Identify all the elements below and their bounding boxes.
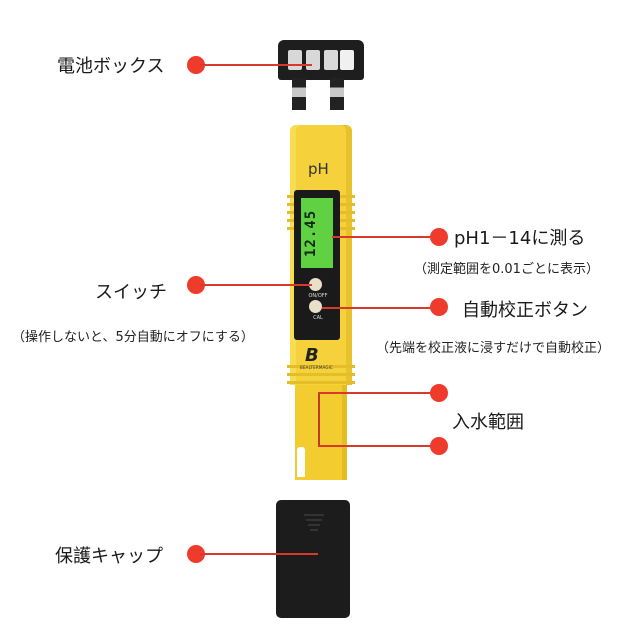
battery-box-cover <box>278 40 364 80</box>
lcd-display: 12.45 <box>301 198 333 268</box>
callout-line <box>318 392 438 394</box>
battery-slot <box>288 50 302 70</box>
cal-label: CAL <box>313 315 323 321</box>
control-panel: 12.45 ON/OFF CAL <box>294 190 340 340</box>
callout-line <box>200 553 318 555</box>
callout-protective-cap-label: 保護キャップ <box>55 546 163 567</box>
brand-logo-icon: B <box>305 345 319 366</box>
cal-button[interactable] <box>309 300 322 313</box>
cap-rib <box>304 514 324 516</box>
battery-slot <box>340 50 354 70</box>
callout-line <box>200 64 312 66</box>
callout-water-range-label: 入水範囲 <box>452 412 524 433</box>
callout-dot <box>430 228 448 246</box>
callout-dot <box>430 384 448 402</box>
grip-rib <box>287 381 355 384</box>
on-off-button[interactable] <box>309 278 322 291</box>
callout-switch-note: （操作しないと、5分自動にオフにする） <box>12 330 254 345</box>
protective-cap <box>276 500 350 618</box>
callout-dot <box>430 298 448 316</box>
cap-rib <box>310 529 318 531</box>
callout-bracket <box>318 392 320 446</box>
callout-ph-range-note: （測定範囲を0.01ごとに表示） <box>414 262 599 277</box>
probe-slot <box>297 447 305 477</box>
callout-battery-box-label: 電池ボックス <box>57 56 165 77</box>
lcd-reading: 12.45 <box>303 209 319 257</box>
cap-rib <box>306 519 322 521</box>
callout-switch-label: スイッチ <box>95 282 167 303</box>
battery-slot <box>324 50 338 70</box>
callout-dot <box>187 276 205 294</box>
callout-auto-calibration-label: 自動校正ボタン <box>462 300 588 321</box>
battery-contact-right <box>330 78 344 110</box>
callout-auto-calibration-note: （先端を校正液に浸すだけで自動校正） <box>376 341 611 356</box>
callout-dot <box>187 56 205 74</box>
callout-dot <box>430 437 448 455</box>
callout-line <box>322 307 438 309</box>
callout-line <box>332 236 438 238</box>
brand-name: BEALTERMAGIC <box>300 365 334 370</box>
callout-ph-range-label: pH1－14に測る <box>454 228 586 249</box>
battery-slot <box>306 50 320 70</box>
grip-rib <box>287 373 355 376</box>
callout-line <box>200 284 312 286</box>
ph-label: pH <box>308 160 329 178</box>
callout-dot <box>187 545 205 563</box>
cap-rib <box>308 524 320 526</box>
on-off-label: ON/OFF <box>308 293 328 299</box>
callout-line <box>318 445 438 447</box>
grip-rib <box>287 365 355 368</box>
battery-contact-left <box>292 78 306 110</box>
